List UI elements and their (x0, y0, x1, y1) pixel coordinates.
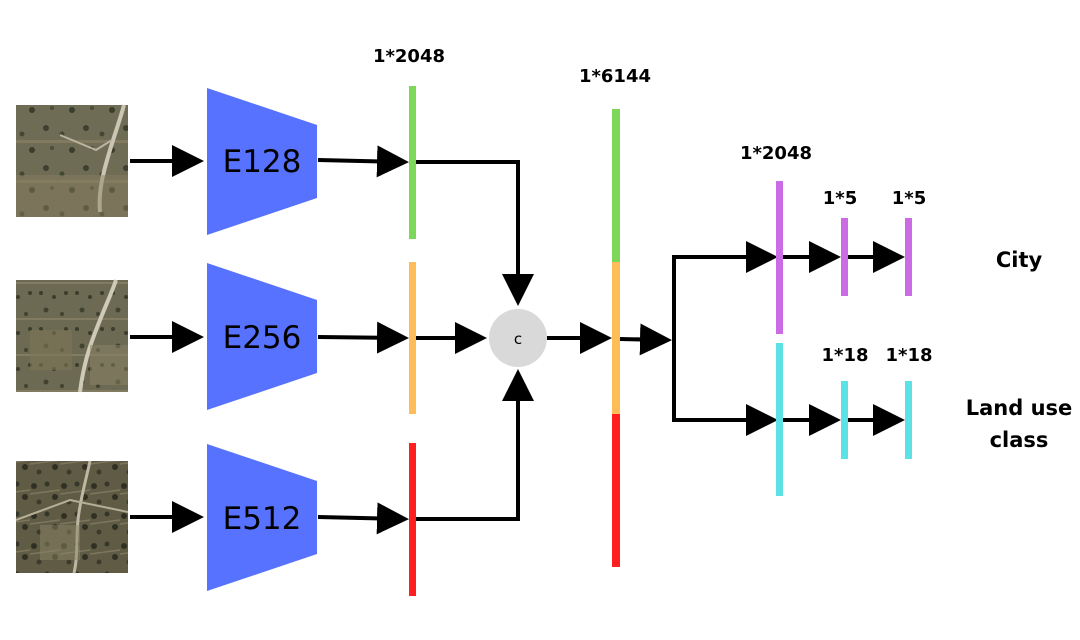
landuse-output-label-line2: class (990, 428, 1049, 452)
city-head-vector-2-label: 1*5 (823, 188, 857, 209)
feature-vector-512 (409, 443, 416, 596)
encoder-e128-label: E128 (223, 144, 302, 180)
feature-vector-128 (409, 86, 416, 239)
combined-vector-segment-512 (612, 414, 620, 567)
city-head-vector-3-label: 1*5 (892, 188, 926, 209)
landuse-head-vector-3-label: 1*18 (886, 345, 933, 366)
landuse-head-vector-1 (776, 343, 783, 496)
connector-512-to-concat (416, 369, 534, 521)
landuse-head-vector-3 (905, 381, 912, 459)
arrow-combined-to-split (619, 323, 672, 356)
city-output-label: City (996, 248, 1043, 272)
feature-vector-256 (409, 262, 416, 414)
landuse-output-label-line1: Land use (966, 396, 1073, 420)
city-head-vector-2 (841, 218, 848, 296)
input-image-256 (16, 279, 128, 393)
city-head-vector-1 (776, 181, 783, 334)
landuse-head-vector-2 (841, 381, 848, 459)
city-head-dim-label: 1*2048 (740, 143, 812, 164)
input-image-128 (16, 104, 128, 217)
arrow-e256-to-feature (317, 321, 409, 354)
arrow-e128-to-feature (317, 145, 409, 178)
concat-node-label: c (514, 330, 522, 348)
arrow-e512-to-feature (317, 502, 409, 535)
encoder-e128 (207, 88, 317, 235)
encoder-e512-label: E512 (223, 501, 302, 537)
connector-128-to-concat (416, 160, 534, 306)
combined-vector-segment-256 (612, 262, 620, 414)
feature-dim-label: 1*2048 (373, 46, 445, 67)
encoder-e256-label: E256 (223, 320, 302, 356)
encoder-e512 (207, 444, 317, 591)
concat-node (489, 309, 547, 367)
combined-dim-label: 1*6144 (579, 66, 651, 87)
combined-vector-segment-128 (612, 109, 620, 262)
landuse-head-vector-2-label: 1*18 (822, 345, 869, 366)
city-head-vector-3 (905, 218, 912, 296)
input-image-512 (15, 460, 129, 574)
encoder-e256 (207, 263, 317, 410)
